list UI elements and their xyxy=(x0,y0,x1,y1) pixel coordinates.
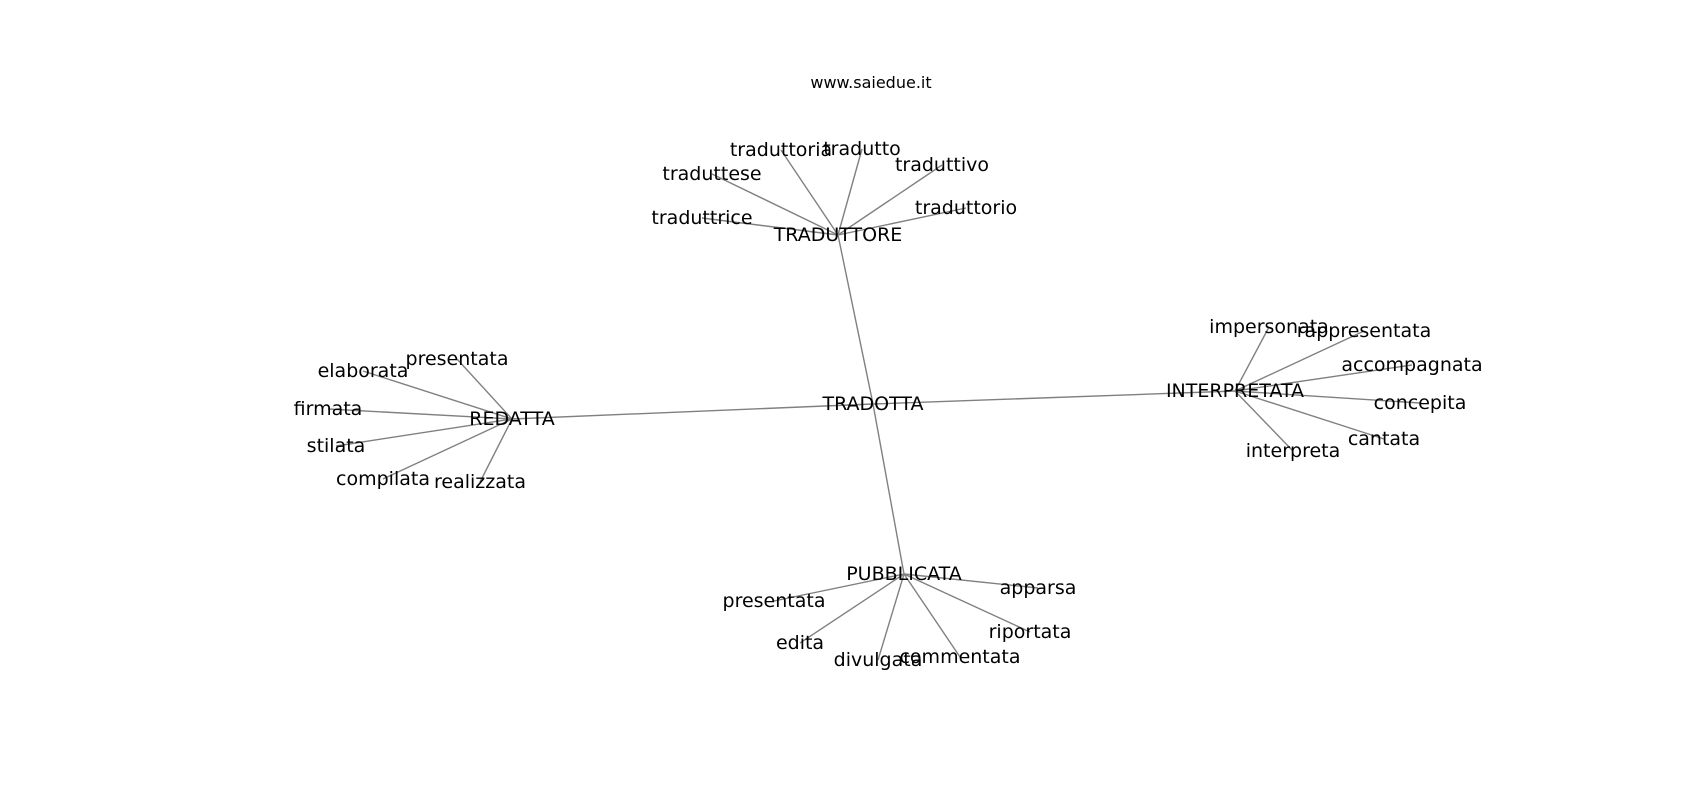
edge-tradotta-interpretata xyxy=(872,390,1236,405)
edge-interpretata-concepita xyxy=(1234,390,1421,404)
node-interpretata-interpreta: interpreta xyxy=(1246,440,1341,462)
node-traduttore: TRADUTTORE xyxy=(773,224,903,246)
edge-interpretata-rappresentata xyxy=(1234,330,1365,392)
edge-interpretata-cantata xyxy=(1234,390,1385,440)
node-pubblicata-divulgata: divulgata xyxy=(834,649,923,671)
edge-interpretata-accompagnata xyxy=(1234,364,1413,392)
node-redatta: REDATTA xyxy=(469,408,554,430)
edge-tradotta-traduttore xyxy=(837,234,874,405)
edge-redatta-firmata xyxy=(327,408,513,420)
node-redatta-presentata: presentata xyxy=(406,348,509,370)
node-traduttore-tradutto: tradutto xyxy=(823,138,901,160)
edge-pubblicata-apparsa xyxy=(903,573,1039,589)
edge-pubblicata-presentata xyxy=(773,573,905,602)
nodes-layer: TRADOTTATRADUTTOREtraduttoriatraduttotra… xyxy=(294,138,1483,671)
site-title: www.saiedue.it xyxy=(810,73,931,92)
edge-redatta-compilata xyxy=(382,418,513,480)
edge-redatta-presentata xyxy=(456,358,513,420)
node-redatta-compilata: compilata xyxy=(336,468,430,490)
node-traduttore-traduttrice: traduttrice xyxy=(651,207,752,229)
node-redatta-stilata: stilata xyxy=(307,435,366,457)
node-traduttore-traduttivo: traduttivo xyxy=(895,154,989,176)
node-redatta-elaborata: elaborata xyxy=(318,360,409,382)
node-interpretata: INTERPRETATA xyxy=(1166,380,1304,402)
edge-interpretata-interpreta xyxy=(1234,390,1294,452)
node-pubblicata: PUBBLICATA xyxy=(846,563,962,585)
edge-traduttore-traduttrice xyxy=(701,217,839,236)
node-interpretata-accompagnata: accompagnata xyxy=(1341,354,1482,376)
edge-redatta-stilata xyxy=(335,418,513,447)
node-interpretata-cantata: cantata xyxy=(1348,428,1420,450)
node-interpretata-rappresentata: rappresentata xyxy=(1297,320,1431,342)
node-tradotta: TRADOTTA xyxy=(821,393,923,415)
edge-traduttore-traduttese xyxy=(711,173,839,236)
node-interpretata-concepita: concepita xyxy=(1374,392,1467,414)
edge-pubblicata-edita xyxy=(799,573,905,644)
edge-traduttore-traduttoria xyxy=(780,149,839,236)
edge-traduttore-tradutto xyxy=(837,148,863,236)
edges-layer xyxy=(327,148,1421,661)
edge-interpretata-impersonata xyxy=(1234,326,1270,392)
node-traduttore-traduttese: traduttese xyxy=(662,163,761,185)
node-pubblicata-edita: edita xyxy=(776,632,824,654)
edge-pubblicata-riportata xyxy=(903,573,1031,633)
edge-pubblicata-commentata xyxy=(903,573,961,658)
edge-tradotta-pubblicata xyxy=(872,403,905,575)
node-traduttore-traduttorio: traduttorio xyxy=(915,197,1017,219)
node-redatta-realizzata: realizzata xyxy=(434,471,526,493)
edge-redatta-realizzata xyxy=(479,418,513,483)
node-interpretata-impersonata: impersonata xyxy=(1209,316,1329,338)
edge-tradotta-redatta xyxy=(511,403,874,420)
node-pubblicata-presentata: presentata xyxy=(723,590,826,612)
edge-redatta-elaborata xyxy=(362,370,513,420)
edge-pubblicata-divulgata xyxy=(877,573,905,661)
node-pubblicata-apparsa: apparsa xyxy=(1000,577,1077,599)
node-pubblicata-riportata: riportata xyxy=(989,621,1072,643)
node-pubblicata-commentata: commentata xyxy=(899,646,1020,668)
edge-traduttore-traduttivo xyxy=(837,164,943,236)
edge-traduttore-traduttorio xyxy=(837,207,967,236)
node-redatta-firmata: firmata xyxy=(294,398,363,420)
node-traduttore-traduttoria: traduttoria xyxy=(730,139,832,161)
